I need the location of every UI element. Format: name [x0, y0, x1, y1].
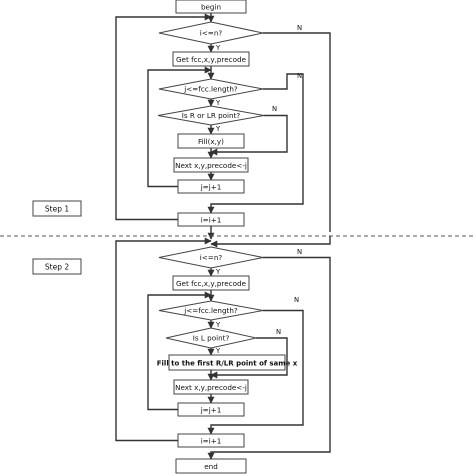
step1-cond-i-no: N — [297, 24, 302, 32]
step2-next-label: Next x,y,precode<-j — [175, 383, 247, 392]
step2-tag-label: Step 2 — [45, 263, 69, 272]
step1-fill-label: Fill(x,y) — [198, 137, 224, 146]
step1-cond-i-yes: Y — [215, 44, 221, 52]
step2-inc-i-label: i=i+1 — [201, 437, 222, 446]
step1-loop-inc-i — [115, 13, 212, 221]
step2-tag — [32, 258, 82, 275]
begin-label: begin — [201, 3, 221, 12]
step2-cond-point-label: Is L point? — [193, 334, 230, 343]
step1-cond-j-no: N — [297, 72, 302, 80]
step2-cond-j-yes: Y — [215, 321, 221, 329]
step1-cond-i-label: i<=n? — [200, 29, 223, 38]
step2-fill-box — [168, 354, 286, 371]
step1-inc-i-label: i=i+1 — [201, 216, 222, 225]
step2-cond-i-yes: Y — [215, 268, 221, 276]
step1-cond-point-yes: Y — [215, 125, 221, 133]
step1-tag-label: Step 1 — [45, 205, 69, 214]
step2-entry-from-step1 — [210, 236, 331, 248]
step1-get-label: Get fcc,x,y,precode — [176, 55, 247, 64]
end-label: end — [204, 462, 218, 471]
step2-loop-point-no — [210, 337, 288, 379]
step2-get-label: Get fcc,x,y,precode — [176, 279, 247, 288]
step2-loop-cond-i-no — [207, 256, 331, 460]
step2-cond-i-no: N — [297, 248, 302, 256]
step1-cond-j-label: j<=fcc.length? — [183, 85, 238, 94]
step2-loop-inc-j — [147, 291, 212, 411]
step2-loop-cond-j-no — [207, 309, 304, 435]
step2-fill-label: Fill to the first R/LR point of same x — [157, 360, 298, 368]
step2-cond-j-no: N — [294, 296, 299, 304]
step2-loop-inc-i — [115, 237, 212, 442]
step2-inc-j-label: j=j+1 — [200, 406, 222, 415]
step2-cond-point-yes: Y — [215, 347, 221, 355]
step1-loop-inc-j — [147, 66, 212, 188]
step1-loop-cond-i-no — [263, 32, 331, 232]
step1-inc-j-label: j=j+1 — [200, 183, 222, 192]
step1-loop-point-no — [210, 114, 288, 156]
step1-cond-j-yes: Y — [215, 99, 221, 107]
step1-cond-point-no: N — [272, 105, 277, 113]
step2-cond-point-no: N — [276, 328, 281, 336]
step1-cond-point-label: Is R or LR point? — [182, 111, 241, 120]
step1-tag — [32, 200, 82, 217]
step1-next-label: Next x,y,precode<-j — [175, 161, 247, 170]
step1-loop-cond-j-no — [207, 73, 304, 214]
step2-cond-i-label: i<=n? — [200, 253, 223, 262]
step2-cond-j-label: j<=fcc.length? — [183, 306, 238, 315]
